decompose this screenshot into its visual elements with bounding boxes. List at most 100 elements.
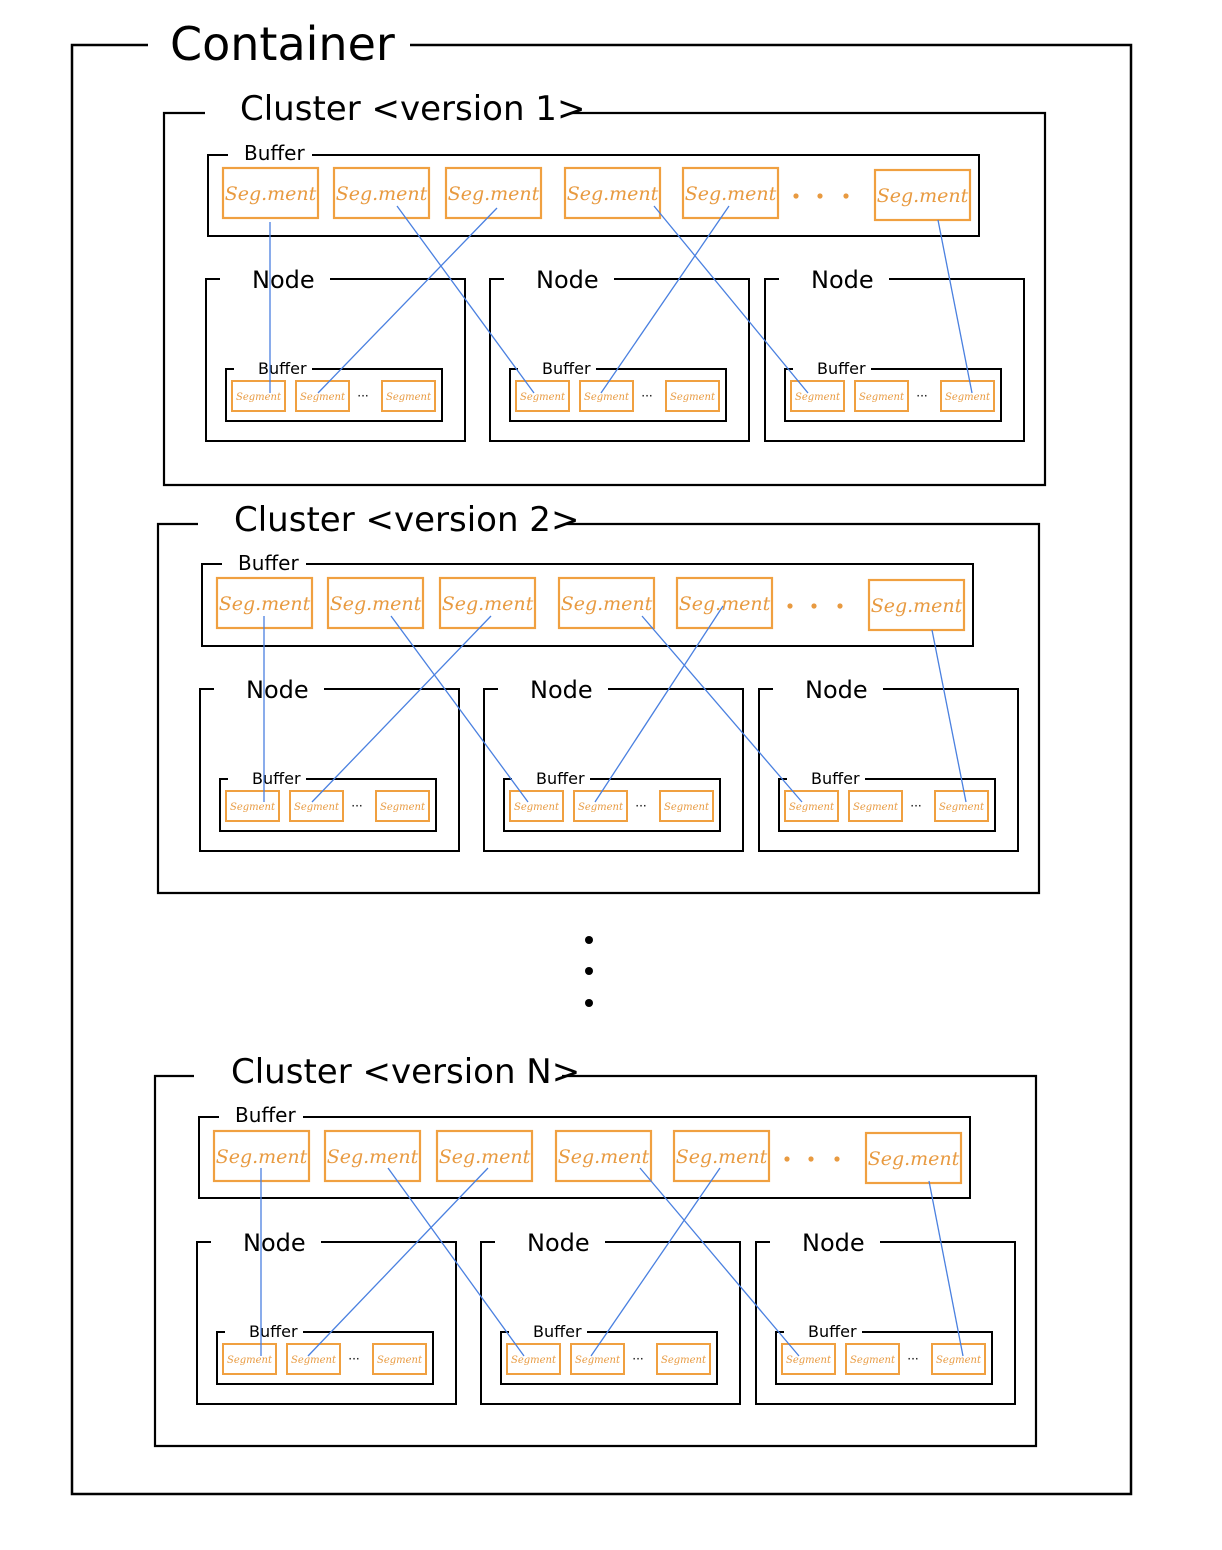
node-border bbox=[199, 688, 460, 852]
segment-box: Seg.ment bbox=[557, 576, 656, 630]
node-segment-label: Segment bbox=[939, 802, 985, 813]
node-segment-rect bbox=[515, 380, 570, 412]
container-frame: Container bbox=[70, 17, 1133, 1496]
segment-label: Seg.ment bbox=[336, 183, 428, 205]
segment-rect bbox=[672, 1129, 771, 1183]
segment-link bbox=[390, 615, 529, 803]
node-segment-rect bbox=[286, 1343, 341, 1375]
segment-label: Seg.ment bbox=[679, 593, 771, 615]
segments-ellipsis bbox=[793, 193, 849, 199]
cluster-border bbox=[156, 522, 1041, 895]
node-buffer-label: Buffer bbox=[808, 1322, 857, 1341]
node-border bbox=[758, 688, 1019, 852]
node-segments-ellipsis: ··· bbox=[641, 389, 652, 403]
node-label: Node bbox=[530, 676, 593, 704]
ellipsis-dot bbox=[787, 603, 793, 609]
segment-box: Seg.ment bbox=[873, 168, 972, 222]
node-segment-rect bbox=[375, 790, 430, 822]
node-segments-ellipsis: ··· bbox=[357, 389, 368, 403]
node-segments-ellipsis: ··· bbox=[916, 389, 927, 403]
node-segment-rect bbox=[509, 790, 564, 822]
node-border bbox=[480, 1241, 741, 1405]
node-buffer-label: Buffer bbox=[542, 359, 591, 378]
segment-rect bbox=[867, 578, 966, 632]
node-segment-rect bbox=[289, 790, 344, 822]
cluster-border bbox=[153, 1074, 1038, 1448]
node-buffer-border bbox=[784, 368, 1002, 422]
segment-box: Seg.ment bbox=[438, 576, 537, 630]
node-buffer-label: Buffer bbox=[533, 1322, 582, 1341]
cluster-title: Cluster <version 1> bbox=[240, 89, 585, 129]
node-label: Node bbox=[536, 266, 599, 294]
ellipsis-dot bbox=[843, 193, 849, 199]
clusters-ellipsis bbox=[585, 936, 593, 1007]
segment-box: Seg.ment bbox=[444, 166, 543, 220]
node-border bbox=[196, 1241, 457, 1405]
container-border bbox=[70, 43, 1133, 1496]
segment-label: Seg.ment bbox=[567, 183, 659, 205]
segment-link bbox=[594, 605, 724, 803]
segment-link bbox=[317, 207, 498, 394]
ellipsis-dot bbox=[811, 603, 817, 609]
node-segment-label: Segment bbox=[664, 802, 710, 813]
node-buffer-label: Buffer bbox=[817, 359, 866, 378]
segment-box: Seg.ment bbox=[563, 166, 662, 220]
segment-box: Seg.ment bbox=[867, 578, 966, 632]
node-segment-label: Segment bbox=[236, 392, 282, 403]
node-segments-ellipsis: ··· bbox=[635, 799, 646, 813]
node-buffer-border bbox=[775, 1331, 993, 1385]
ellipsis-dot bbox=[793, 193, 799, 199]
node-segment-label: Segment bbox=[670, 392, 716, 403]
node-label: Node bbox=[527, 1229, 590, 1257]
cluster-buffer-label: Buffer bbox=[238, 551, 299, 575]
segment-box: Seg.ment bbox=[554, 1129, 653, 1183]
segment-link bbox=[931, 629, 967, 803]
node-buffer-border bbox=[216, 1331, 434, 1385]
segment-box: Seg.ment bbox=[435, 1129, 534, 1183]
node-buffer-label: Buffer bbox=[536, 769, 585, 788]
node-border bbox=[205, 278, 466, 442]
node-segment-rect bbox=[845, 1343, 900, 1375]
segment-label: Seg.ment bbox=[442, 593, 534, 615]
segment-rect bbox=[554, 1129, 653, 1183]
segment-box: Seg.ment bbox=[672, 1129, 771, 1183]
node-label: Node bbox=[802, 1229, 865, 1257]
cluster-buffer-label: Buffer bbox=[235, 1103, 296, 1127]
node-segment-rect bbox=[931, 1343, 986, 1375]
segment-box: Seg.ment bbox=[323, 1129, 422, 1183]
segment-rect bbox=[326, 576, 425, 630]
node-segment-label: Segment bbox=[514, 802, 560, 813]
ellipsis-dot bbox=[837, 603, 843, 609]
node-segment-rect bbox=[231, 380, 286, 412]
segment-label: Seg.ment bbox=[685, 183, 777, 205]
cluster-title: Cluster <version N> bbox=[231, 1052, 580, 1092]
segments-ellipsis bbox=[784, 1156, 840, 1162]
segment-link bbox=[396, 205, 535, 394]
segment-label: Seg.ment bbox=[225, 183, 317, 205]
segment-link bbox=[590, 1167, 721, 1357]
segment-link bbox=[937, 219, 973, 394]
segment-label: Seg.ment bbox=[448, 183, 540, 205]
node-segment-label: Segment bbox=[859, 392, 905, 403]
segment-box: Seg.ment bbox=[864, 1131, 963, 1185]
segment-link bbox=[653, 205, 809, 394]
segment-link bbox=[641, 615, 803, 803]
node-segment-label: Segment bbox=[584, 392, 630, 403]
node-buffer-border bbox=[503, 778, 721, 832]
cluster-buffer-label: Buffer bbox=[244, 141, 305, 165]
node-segment-rect bbox=[573, 790, 628, 822]
segment-link bbox=[307, 1167, 489, 1357]
replication-links bbox=[269, 205, 973, 394]
node-segment-label: Segment bbox=[511, 1355, 557, 1366]
cluster-buffer-border bbox=[207, 154, 980, 237]
node-buffer-border bbox=[219, 778, 437, 832]
